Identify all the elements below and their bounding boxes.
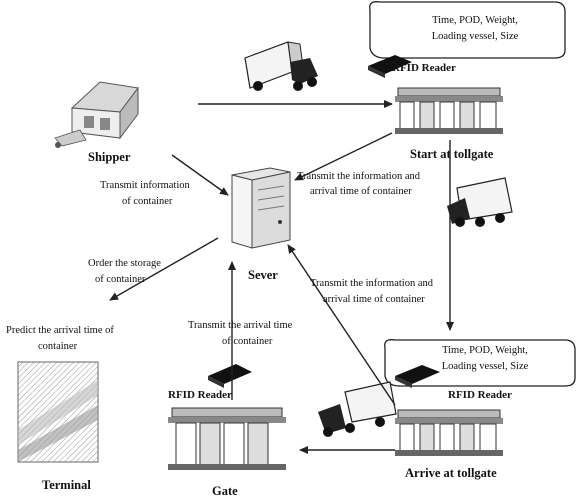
edge-label-tollgate-sever-l2: arrival time of container <box>310 186 412 197</box>
bubble-bottom-line2: Loading vessel, Size <box>441 361 529 372</box>
rfid-label-left: RFID Reader <box>168 389 232 401</box>
arrow-sever-to-terminal <box>109 237 219 301</box>
edge-label-tollgate-sever-l1: Transmit the information and <box>297 171 420 182</box>
bubble-top-line1: Time, POD, Weight, <box>432 15 518 26</box>
edge-label-shipper-sever-l1: Transmit information <box>100 180 190 191</box>
rfid-label-top: RFID Reader <box>392 62 456 74</box>
tollgate-icon <box>395 87 503 134</box>
arrow-tollgate-to-sever <box>294 132 393 181</box>
arrow-arrive-to-sever <box>287 244 396 406</box>
bubble-top-line2: Loading vessel, Size <box>431 31 519 42</box>
node-shipper: Shipper <box>88 150 131 164</box>
arrows <box>109 100 454 454</box>
server-icon <box>231 167 291 249</box>
terminal-photo-icon <box>17 361 99 463</box>
warehouse-icon <box>54 81 139 148</box>
gate-icon <box>168 407 286 470</box>
node-sever: Sever <box>248 268 278 282</box>
edge-label-sever-terminal-l2: of container <box>95 274 146 285</box>
rfid-reader-icon <box>208 364 252 388</box>
rfid-reader-icon <box>368 55 412 78</box>
node-terminal: Terminal <box>42 478 91 492</box>
rfid-label-right: RFID Reader <box>448 389 512 401</box>
edge-label-gate-sever-l2: of container <box>222 336 273 347</box>
edge-label-arrive-sever-l1: Transmit the information and <box>310 278 433 289</box>
edge-label-gate-sever-l1: Transmit the arrival time <box>188 320 293 331</box>
tollgate-icon <box>395 409 503 456</box>
truck-icon <box>318 381 397 437</box>
rfid-reader-icon <box>395 365 440 388</box>
terminal-predict-l2: container <box>38 341 78 352</box>
arrow-shipper-to-sever <box>171 154 229 196</box>
truck-icon <box>244 41 318 91</box>
edge-label-shipper-sever-l2: of container <box>122 196 173 207</box>
truck-icon <box>447 177 513 227</box>
edge-label-arrive-sever-l2: arrival time of container <box>323 294 425 305</box>
bubble-bottom-line1: Time, POD, Weight, <box>442 345 528 356</box>
terminal-predict-l1: Predict the arrival time of <box>6 325 114 336</box>
node-arrive-tollgate: Arrive at tollgate <box>405 466 497 480</box>
node-start-tollgate: Start at tollgate <box>410 147 494 161</box>
info-bubble-top <box>369 1 566 59</box>
edge-label-sever-terminal-l1: Order the storage <box>88 258 161 269</box>
node-gate: Gate <box>212 484 238 498</box>
